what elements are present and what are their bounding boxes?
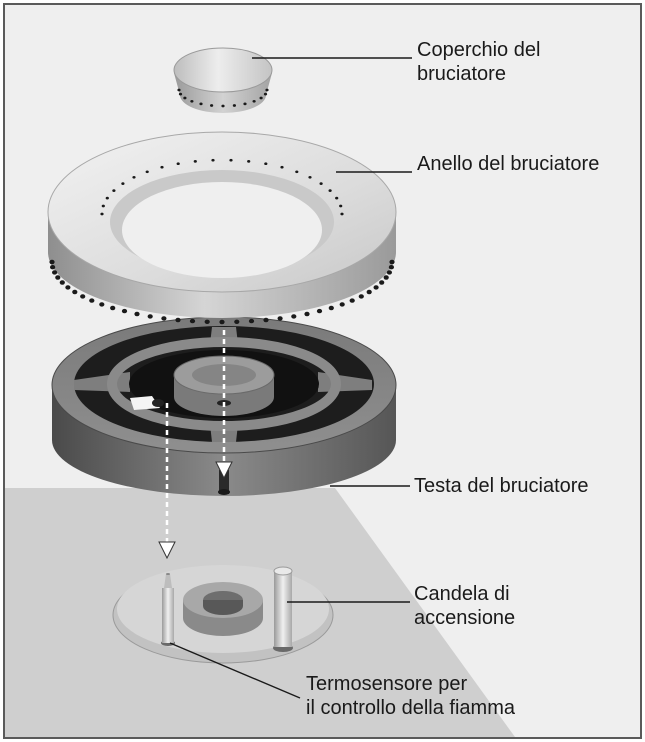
cap-port (199, 102, 203, 106)
label-thermosensor-line1: Termosensore per (306, 673, 468, 695)
ring-inner-port (160, 165, 164, 169)
thermosensor (161, 573, 175, 646)
ring-port (121, 308, 128, 314)
label-ignition-plug-line2: accensione (414, 607, 516, 629)
ring-port (55, 275, 61, 280)
label-thermosensor: Termosensore per il controllo della fiam… (306, 672, 515, 720)
ring-port (89, 298, 95, 303)
ring-port (373, 285, 379, 290)
cap-port (232, 104, 236, 107)
base-plate (112, 565, 334, 664)
cap-port (265, 88, 269, 92)
ring-port (291, 314, 297, 319)
cap-port (210, 104, 214, 107)
cap-port (183, 96, 187, 100)
ring-port (59, 280, 65, 285)
ring-port (277, 316, 283, 321)
ring-inner-port (193, 160, 197, 163)
ring-inner-ports (100, 158, 344, 216)
label-burner-cap-line2: bruciatore (417, 63, 506, 85)
ring-inner-port (339, 204, 343, 208)
ring-port (204, 319, 210, 325)
ring-inner-port (264, 162, 268, 166)
cap-port (252, 99, 256, 103)
burner-cap (173, 47, 273, 113)
ring-port (110, 305, 116, 311)
ring-inner-port (335, 196, 339, 200)
leader-lines (169, 57, 412, 699)
cap-port (243, 102, 247, 106)
ring-inner-port (112, 189, 116, 192)
ring-port (134, 311, 140, 317)
ring-flame-ports (49, 259, 395, 325)
ring-inner-port (319, 182, 323, 185)
ring-port (316, 308, 323, 314)
ring-inner-port (328, 189, 332, 192)
cap-port (178, 92, 183, 96)
ring-port (49, 259, 55, 265)
ring-inner-port (121, 182, 125, 185)
ring-inner-port (145, 170, 149, 174)
ring-inner-port (229, 158, 233, 162)
cap-port (259, 96, 263, 100)
label-thermosensor-line2: il controllo della fiamma (306, 697, 515, 719)
label-burner-cap: Coperchio del bruciatore (417, 38, 540, 86)
cap-flame-ports (177, 88, 269, 108)
ring-port (379, 280, 385, 285)
assembly-arrow-sensor (158, 541, 176, 560)
cap-port (190, 99, 194, 103)
ring-port (349, 298, 355, 303)
ring-port (147, 314, 153, 319)
ring-port (99, 302, 105, 307)
ring-port (52, 270, 58, 275)
ring-port (383, 275, 389, 280)
ring-inner-port (176, 162, 180, 166)
ring-port (389, 259, 395, 265)
ring-port (339, 302, 345, 307)
ring-inner-port (132, 175, 136, 179)
ring-port (304, 311, 310, 317)
ring-port (189, 318, 196, 324)
ring-inner-port (247, 160, 251, 163)
ring-inner-port (100, 212, 104, 216)
ring-port (50, 264, 56, 270)
ring-port (388, 264, 394, 270)
label-burner-head-line1: Testa del bruciatore (414, 475, 589, 497)
ring-port (72, 289, 78, 295)
ring-port (263, 317, 269, 323)
label-burner-ring: Anello del bruciatore (417, 152, 599, 176)
assembly-arrow-head (215, 461, 233, 480)
ring-port (358, 294, 364, 299)
ring-inner-port (340, 212, 344, 216)
ignition-plug (273, 566, 293, 652)
label-ignition-plug-line1: Candela di (414, 583, 510, 605)
ring-port (65, 285, 71, 290)
label-burner-cap-line1: Coperchio del (417, 39, 541, 61)
cap-port (263, 92, 268, 96)
ring-port (175, 317, 181, 323)
burner-ring (47, 131, 397, 325)
ring-inner-port (280, 165, 284, 169)
ring-inner-port (101, 204, 105, 208)
ring-port (366, 289, 372, 295)
ring-inner-port (308, 175, 312, 179)
label-burner-ring-line1: Anello del bruciatore (417, 153, 600, 175)
ring-inner-port (211, 158, 215, 162)
ring-port (234, 319, 240, 325)
cap-port (221, 104, 225, 108)
label-ignition-plug: Candela di accensione (414, 582, 515, 630)
ring-port (219, 319, 225, 325)
ring-port (386, 270, 392, 275)
ring-port (80, 294, 86, 299)
ring-inner-port (295, 170, 299, 174)
cap-port (177, 88, 181, 92)
ring-port (248, 318, 255, 324)
label-burner-head: Testa del bruciatore (414, 474, 589, 498)
assembly-guide-lines (165, 330, 226, 542)
ring-port (328, 305, 334, 311)
ring-inner-port (105, 196, 109, 200)
ring-port (161, 316, 167, 321)
